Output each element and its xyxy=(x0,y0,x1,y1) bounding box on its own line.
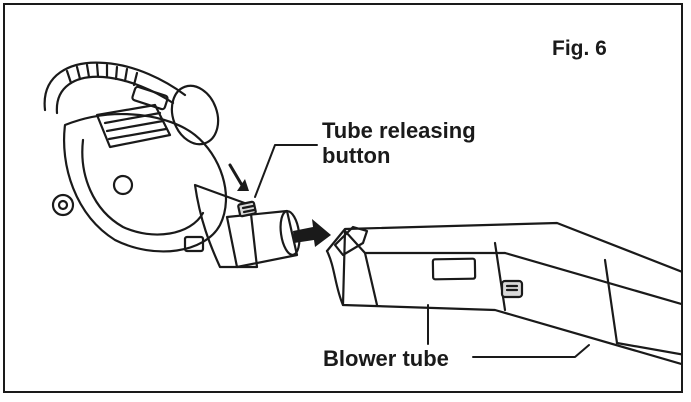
release-button-callout: Tube releasing button xyxy=(322,118,476,169)
handle-grip-ribs xyxy=(65,62,139,87)
figure-frame: Fig. 6 Tube releasing button Blower tube xyxy=(3,3,683,393)
vent-slots xyxy=(95,103,172,149)
nozzle-collar xyxy=(225,209,299,269)
logo-badge xyxy=(112,174,134,196)
blower-diagram xyxy=(43,61,681,365)
battery-cap xyxy=(170,84,220,146)
tube-release-button xyxy=(237,200,257,218)
press-arrow-head xyxy=(237,179,249,191)
blower-nozzle xyxy=(193,183,259,269)
blower-tube xyxy=(325,221,681,365)
tube-panel xyxy=(431,257,477,281)
pull-direction-arrow xyxy=(293,219,331,247)
latch-tab xyxy=(183,235,205,253)
figure-number: Fig. 6 xyxy=(552,37,607,60)
tube-joint xyxy=(493,241,507,312)
tube-latch-clip xyxy=(333,225,369,257)
blower-body xyxy=(43,61,301,269)
tube-leader-line-horizontal xyxy=(472,344,590,358)
release-button-callout-line2: button xyxy=(322,143,391,169)
blower-handle xyxy=(43,61,187,112)
release-leader-line xyxy=(254,144,318,198)
tube-top-edge xyxy=(325,221,681,273)
press-arrow-shaft xyxy=(228,163,245,189)
blower-tube-callout: Blower tube xyxy=(323,346,449,371)
side-knob xyxy=(51,193,75,217)
power-switch xyxy=(131,85,169,111)
release-button-callout-line1: Tube releasing xyxy=(322,118,476,143)
